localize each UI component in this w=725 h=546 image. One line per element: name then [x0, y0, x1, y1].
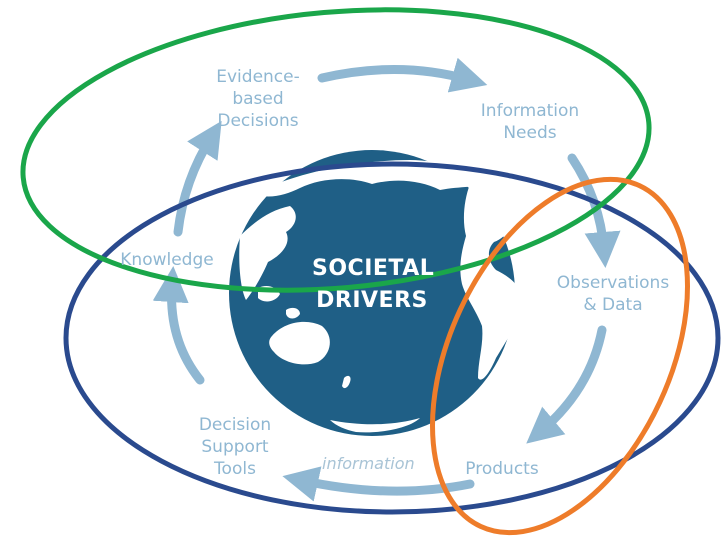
landmass-americas [460, 184, 522, 380]
arrow-evidence-to-needs [317, 57, 488, 93]
globe-ocean [229, 150, 515, 436]
landmass-antarctic [330, 418, 420, 433]
landmass-islands [258, 286, 300, 319]
arrow-observations-to-products [526, 325, 607, 444]
ellipse-orange [430, 176, 690, 536]
arrow-knowledge-to-evidence [173, 120, 222, 237]
label-information-flow: information [322, 454, 415, 473]
label-information-needs: Information Needs [480, 101, 580, 143]
arrow-dst-to-knowledge [152, 266, 205, 385]
arrow-products-to-dst [282, 466, 475, 502]
landmass-north [262, 160, 490, 197]
landmass-australia [269, 321, 330, 365]
center-title-line2: DRIVERS [316, 288, 428, 313]
ellipse-green [20, 7, 652, 293]
label-decision-support-tools: Decision Support Tools [198, 415, 272, 479]
label-products: Products [465, 459, 539, 479]
label-knowledge: Knowledge [120, 250, 214, 270]
ellipse-blue [63, 161, 721, 515]
cycle-arrows [152, 57, 621, 502]
label-evidence-based-decisions: Evidence- based Decisions [216, 67, 300, 131]
landmass-asia [239, 206, 296, 300]
globe [229, 150, 522, 436]
label-observations-data: Observations & Data [556, 273, 670, 315]
landmass-nz [342, 375, 351, 389]
center-title-line1: SOCIETAL [312, 256, 435, 281]
